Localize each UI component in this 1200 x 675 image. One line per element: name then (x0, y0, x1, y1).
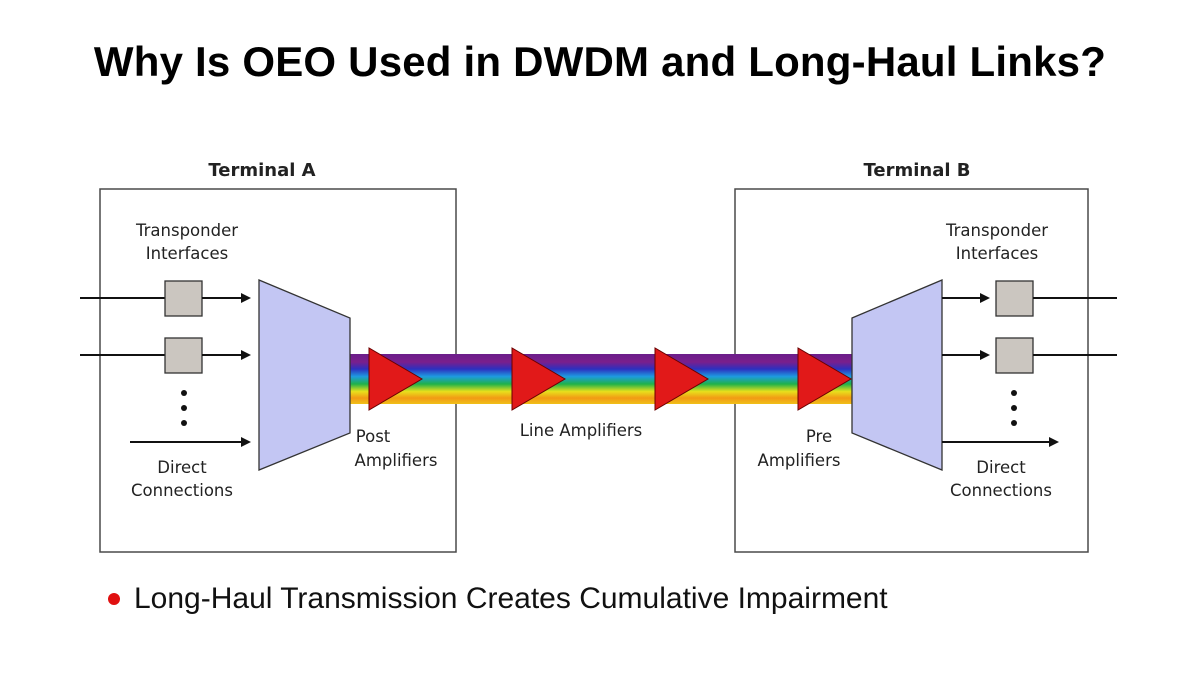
bullet-text: Long-Haul Transmission Creates Cumulativ… (134, 582, 888, 615)
bullet-point: Long-Haul Transmission Creates Cumulativ… (108, 582, 888, 616)
direct-label-a-line1: Direct (157, 458, 207, 477)
line-amplifiers-label: Line Amplifiers (520, 421, 643, 440)
mux-terminal-a (258, 279, 351, 471)
bullet-dot-icon (108, 593, 120, 605)
ellipsis-dot-b2 (1011, 405, 1017, 411)
ellipsis-dot-b1 (1011, 390, 1017, 396)
pre-amplifier (797, 347, 852, 411)
post-amp-label-line1: Post (356, 427, 391, 446)
post-amp-label-line2: Amplifiers (355, 451, 438, 470)
line-amplifier-2 (654, 347, 709, 411)
demux-terminal-b (851, 279, 943, 471)
direct-label-b-line2: Connections (950, 481, 1052, 500)
transponder-a1 (164, 280, 203, 317)
transponder-a2 (164, 337, 203, 374)
direct-label-b-line1: Direct (976, 458, 1026, 477)
line-amplifier-1 (511, 347, 566, 411)
transponder-b2 (995, 337, 1034, 374)
transponder-label-a-line1: Transponder (135, 221, 238, 240)
dwdm-fiber-link (350, 354, 852, 404)
ellipsis-dot-a3 (181, 420, 187, 426)
terminal-a-label: Terminal A (208, 160, 315, 181)
direct-label-a-line2: Connections (131, 481, 233, 500)
ellipsis-dot-a2 (181, 405, 187, 411)
terminal-b-label: Terminal B (863, 160, 970, 181)
post-amplifier (368, 347, 423, 411)
ellipsis-dot-b3 (1011, 420, 1017, 426)
pre-amp-label-line2: Amplifiers (758, 451, 841, 470)
page-title: Why Is OEO Used in DWDM and Long-Haul Li… (93, 38, 1107, 85)
ellipsis-dot-a1 (181, 390, 187, 396)
pre-amp-label-line1: Pre (806, 427, 832, 446)
transponder-label-b-line1: Transponder (945, 221, 1048, 240)
transponder-label-a-line2: Interfaces (146, 244, 228, 263)
transponder-label-b-line2: Interfaces (956, 244, 1038, 263)
transponder-b1 (995, 280, 1034, 317)
